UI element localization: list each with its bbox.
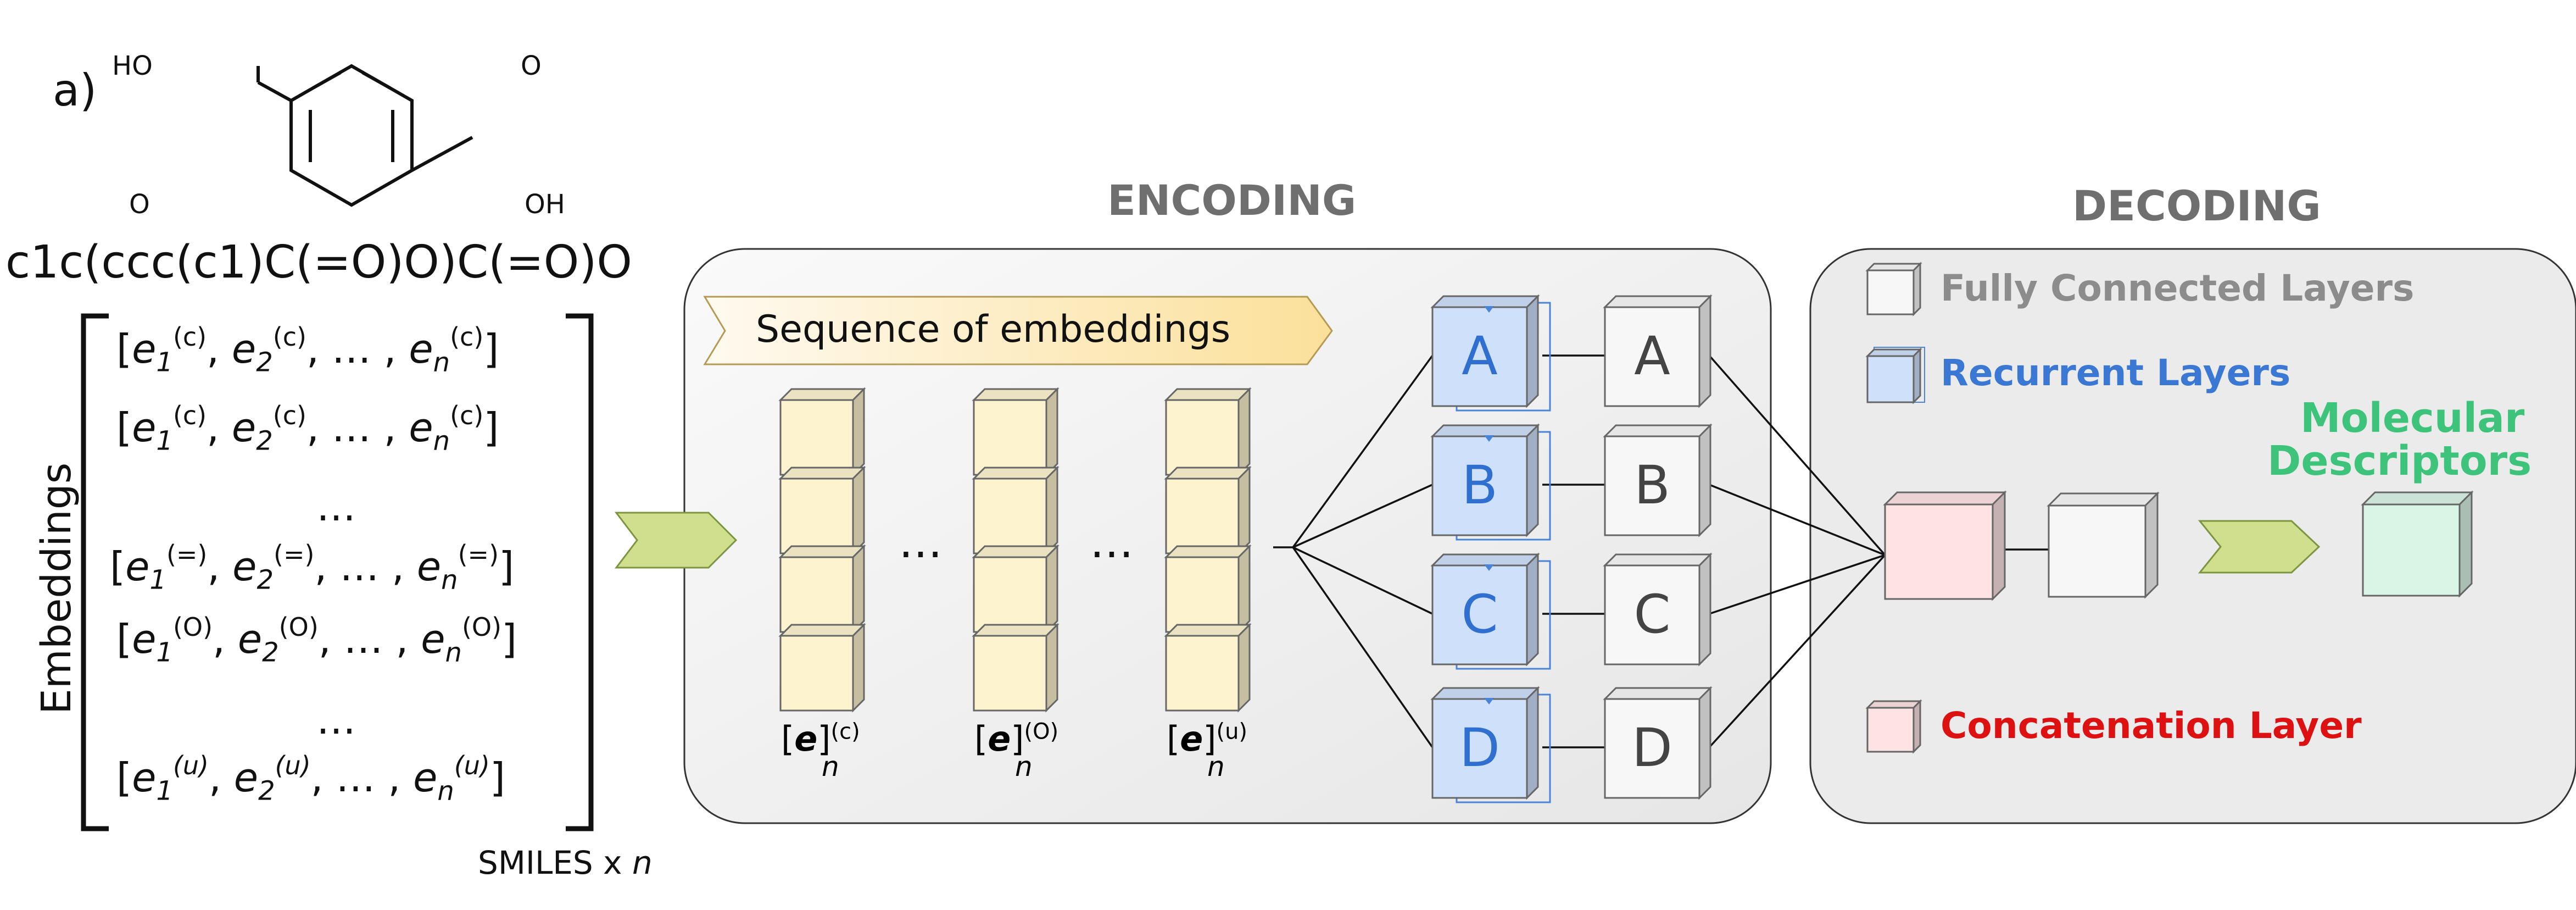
- embedding-row: [e1(c), e2(c), … , en(c)]: [116, 401, 499, 457]
- atom-label-o-right: O: [521, 51, 542, 81]
- connection-line: [1292, 354, 1434, 548]
- embedding-cube: [778, 544, 866, 634]
- recurrent-cube: [1430, 686, 1540, 800]
- dense-cube: [1603, 423, 1713, 537]
- embedding-cube: [972, 544, 1060, 634]
- embedding-cube: [972, 465, 1060, 556]
- output-label-line2: Descriptors: [2267, 437, 2532, 485]
- recurrent-cube: [1430, 552, 1540, 667]
- connection-line: [1292, 484, 1433, 548]
- sequence-vector-label: [e](u)n: [1167, 719, 1248, 783]
- embedding-row: [e1(=), e2(=), … , en(=)]: [110, 540, 515, 596]
- sequence-banner: [703, 296, 1333, 365]
- dense-layer-label: C: [1633, 584, 1671, 645]
- input-arrow: [614, 512, 738, 569]
- dense-cube: [1603, 552, 1713, 667]
- molecule-structure: [257, 64, 473, 207]
- legend-recurrent: Recurrent Layers: [1941, 352, 2291, 394]
- embedding-row: [e1(O), e2(O), … , en(O)]: [116, 612, 517, 668]
- embedding-cube: [778, 465, 866, 556]
- matrix-ellipsis: …: [316, 697, 356, 743]
- output-label-line1: Molecular: [2300, 395, 2525, 442]
- banner-label: Sequence of embeddings: [756, 308, 1231, 351]
- atom-label-ho: HO: [112, 51, 153, 81]
- recurrent-cube: [1430, 423, 1540, 537]
- smiles-caption: SMILES x n: [478, 844, 653, 881]
- atom-label-oh: OH: [525, 189, 565, 220]
- dense-layer-label: A: [1634, 325, 1670, 387]
- connection-line: [1709, 484, 1886, 556]
- sequence-vector-label: [e](c)n: [781, 719, 860, 783]
- connection-line: [1708, 554, 1886, 748]
- panel-label: a): [53, 65, 97, 116]
- recurrent-arrow-icon: [1484, 306, 1494, 313]
- legend-fully-connected: Fully Connected Layers: [1941, 267, 2415, 309]
- recurrent-layer-label: D: [1459, 717, 1500, 779]
- smiles-string: c1c(ccc(c1)C(=O)O)C(=O)O: [5, 236, 632, 288]
- decoding-title: DECODING: [2072, 181, 2321, 230]
- decoding-panel: [1809, 248, 2576, 824]
- legend-fully-connected-icon: [1865, 262, 1922, 317]
- embedding-cube: [972, 387, 1060, 477]
- embedding-cube: [1164, 623, 1252, 713]
- sequence-vector-label: [e](O)n: [974, 719, 1059, 783]
- recurrent-layer-label: B: [1462, 454, 1498, 516]
- sequence-ellipsis-2: …: [1090, 517, 1134, 568]
- legend-concatenation: Concatenation Layer: [1941, 704, 2362, 747]
- recurrent-arrow-icon: [1484, 435, 1494, 442]
- dense-layer-label: D: [1632, 717, 1672, 779]
- connection-line: [1709, 554, 1886, 615]
- matrix-ellipsis: …: [316, 484, 356, 530]
- embedding-cube: [778, 387, 866, 477]
- dense-layer-label: B: [1634, 454, 1670, 516]
- legend-recurrent-icon: [1865, 347, 1922, 404]
- embedding-cube: [778, 623, 866, 713]
- connection-line: [1292, 546, 1434, 748]
- connection-line: [1708, 354, 1886, 556]
- embedding-cube: [972, 623, 1060, 713]
- dense-cube: [1603, 294, 1713, 408]
- encoding-title: ENCODING: [1107, 176, 1357, 225]
- embedding-row: [e1(c), e2(c), … , en(c)]: [116, 322, 499, 378]
- sequence-ellipsis-1: …: [899, 517, 943, 568]
- recurrent-arrow-icon: [1484, 564, 1494, 571]
- matrix-brackets: [81, 313, 594, 831]
- legend-concatenation-icon: [1865, 699, 1922, 754]
- embedding-cube: [1164, 387, 1252, 477]
- concatenation-cube: [1883, 490, 2007, 601]
- recurrent-layer-label: A: [1462, 325, 1498, 387]
- recurrent-cube: [1430, 294, 1540, 408]
- dense-cube: [1603, 686, 1713, 800]
- recurrent-layer-label: C: [1461, 584, 1498, 645]
- embedding-cube: [1164, 544, 1252, 634]
- atom-label-o-left: O: [129, 189, 150, 220]
- output-arrow: [2198, 520, 2321, 574]
- embeddings-label: Embeddings: [33, 462, 80, 714]
- fully-connected-cube: [2047, 491, 2160, 599]
- recurrent-arrow-icon: [1484, 698, 1494, 704]
- output-cube: [2361, 490, 2474, 598]
- embedding-row: [e1(u), e2(u), … , en(u)]: [116, 751, 505, 807]
- embedding-cube: [1164, 465, 1252, 556]
- connection-line: [1292, 546, 1433, 615]
